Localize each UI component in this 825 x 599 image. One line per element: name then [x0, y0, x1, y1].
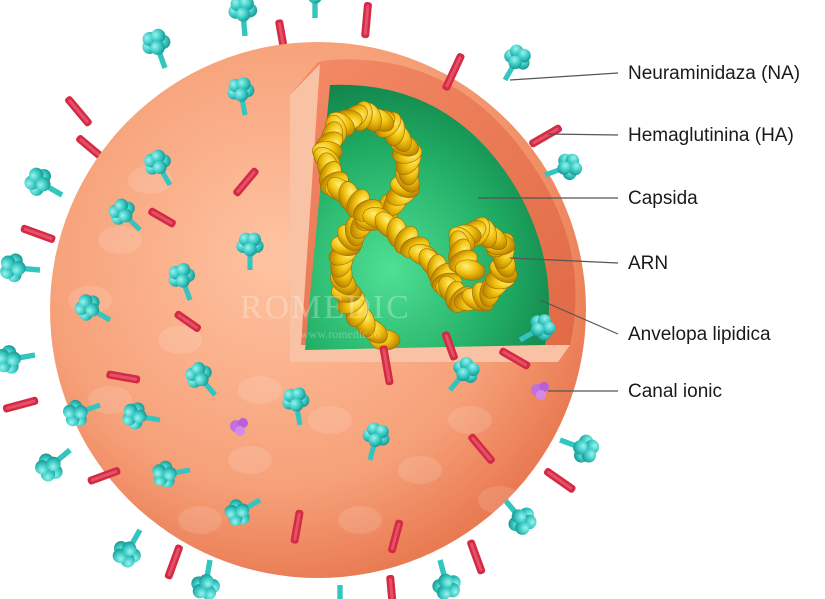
neuraminidase-spike	[138, 26, 179, 73]
hemagglutinin-spike	[64, 95, 93, 128]
neuraminidase-spike	[30, 439, 79, 487]
hemagglutinin-spike	[528, 124, 563, 149]
leader-line-hemaglutinina	[548, 134, 618, 135]
neuraminidase-spike	[21, 163, 70, 208]
neuraminidase-spike	[301, 0, 330, 18]
neuraminidase-spike	[108, 523, 153, 572]
neuraminidase-spike	[189, 557, 224, 599]
hemagglutinin-spike	[164, 544, 184, 581]
label-arn: ARN	[628, 253, 668, 274]
neuraminidase-spike	[0, 252, 41, 284]
envelope-spot	[178, 506, 222, 534]
watermark-url: www.romedic.ro	[300, 327, 381, 341]
label-neuraminidaza: Neuraminidaza (NA)	[628, 63, 800, 84]
label-hemaglutinina: Hemaglutinina (HA)	[628, 125, 794, 146]
hemagglutinin-spike	[386, 575, 397, 599]
neuraminidase-spike	[227, 0, 259, 37]
watermark-logo: ROMEDIC	[240, 289, 411, 326]
hemagglutinin-spike	[361, 2, 372, 39]
hemagglutinin-spike	[20, 224, 57, 244]
label-anvelopa: Anvelopa lipidica	[628, 324, 771, 345]
envelope-spot	[398, 456, 442, 484]
neuraminidase-spike	[326, 585, 355, 599]
neuraminidase-spike	[555, 426, 602, 467]
neuraminidase-spike	[0, 341, 38, 376]
leader-line-neuraminidaza	[510, 73, 618, 80]
envelope-spot	[98, 226, 142, 254]
hemagglutinin-spike	[543, 467, 577, 494]
envelope-spot	[238, 376, 282, 404]
neuraminidase-spike	[426, 556, 464, 599]
envelope-spot	[228, 446, 272, 474]
label-capsida: Capsida	[628, 188, 698, 209]
label-canal: Canal ionic	[628, 381, 722, 402]
envelope-spot	[308, 406, 352, 434]
envelope-spot	[448, 406, 492, 434]
hemagglutinin-spike	[2, 396, 39, 413]
hemagglutinin-spike	[466, 539, 486, 576]
labels: Neuraminidaza (NA) Hemaglutinina (HA) Ca…	[628, 63, 800, 402]
envelope-spot	[338, 506, 382, 534]
